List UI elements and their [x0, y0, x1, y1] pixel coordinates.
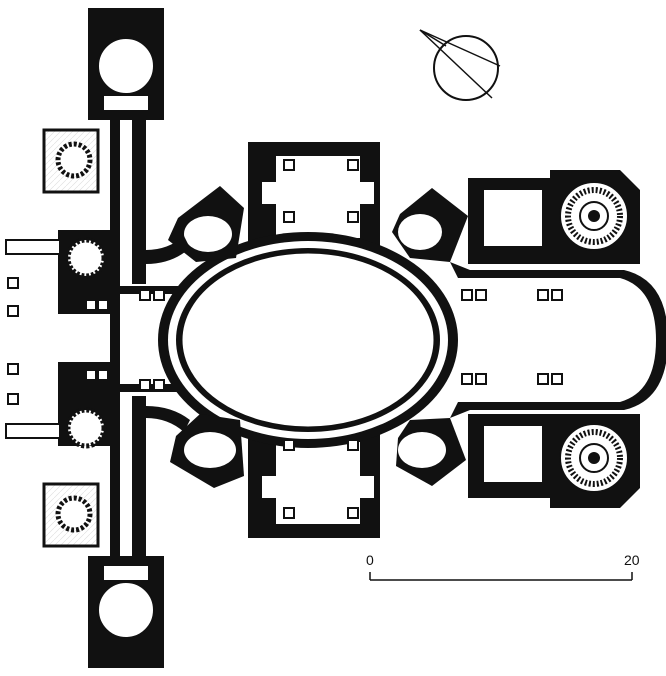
scale-start-label: 0	[366, 552, 374, 568]
scale-bar	[369, 572, 633, 581]
piers	[7, 159, 563, 519]
central-hall	[158, 142, 468, 538]
north-arrow-icon	[419, 29, 501, 101]
scale-end-label: 20	[624, 552, 640, 568]
east-apse	[450, 262, 666, 418]
east-tower-south	[468, 414, 640, 508]
west-wing	[5, 8, 190, 668]
east-tower-north	[468, 170, 640, 264]
